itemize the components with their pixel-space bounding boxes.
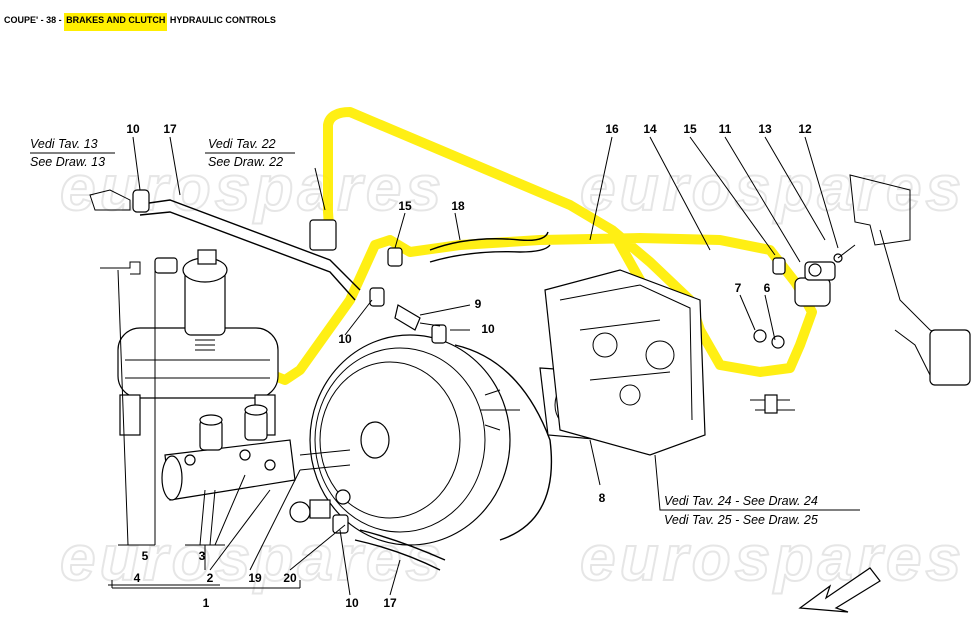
watermark-top-right: eurospares [580, 152, 965, 224]
ref-draw22-english: See Draw. 22 [208, 155, 283, 169]
callout-15-mid: 15 [398, 199, 412, 213]
callout-19: 19 [248, 571, 262, 585]
callout-20: 20 [283, 571, 297, 585]
direction-arrow [798, 567, 881, 613]
callout-14: 14 [643, 122, 657, 136]
callout-10-mid-right: 10 [481, 322, 495, 336]
watermark-group: eurospares eurospares eurospares eurospa… [59, 151, 965, 595]
pedal-box-housing [544, 269, 706, 456]
callout-17-bottom: 17 [383, 596, 397, 610]
clutch-master-cylinder [750, 244, 856, 414]
callout-7: 7 [735, 281, 742, 295]
callout-11: 11 [719, 122, 732, 136]
brake-booster [299, 334, 553, 546]
callout-numbers: 10 17 16 14 15 11 13 12 15 18 9 10 10 7 … [126, 122, 812, 610]
title-prefix: COUPE' - 38 - [4, 15, 65, 25]
callout-6: 6 [764, 281, 771, 295]
leader-lines [30, 136, 860, 596]
callout-2: 2 [207, 571, 214, 585]
callout-12: 12 [798, 122, 812, 136]
title-suffix: HYDRAULIC CONTROLS [167, 15, 276, 25]
callout-10-top-left: 10 [126, 122, 140, 136]
callout-4: 4 [134, 571, 141, 585]
ref-draw22-italian: Vedi Tav. 22 [208, 137, 276, 151]
small-parts [132, 189, 786, 534]
callout-16: 16 [605, 122, 619, 136]
watermark-top-left: eurospares [60, 152, 445, 224]
clutch-pedal [849, 174, 971, 386]
callout-13: 13 [758, 122, 772, 136]
callout-9: 9 [475, 297, 482, 311]
ref-draw13-english: See Draw. 13 [30, 155, 105, 169]
highlighted-hydraulic-pipe [195, 107, 817, 385]
callout-15-top: 15 [683, 122, 697, 136]
fluid-reservoir [100, 249, 279, 436]
watermark-bottom-right: eurospares [580, 522, 965, 594]
callout-17-top: 17 [163, 122, 177, 136]
diagram-title: COUPE' - 38 - BRAKES AND CLUTCH HYDRAULI… [4, 13, 276, 31]
callout-8: 8 [599, 491, 606, 505]
master-cylinder [161, 404, 296, 501]
ref-draw24: Vedi Tav. 24 - See Draw. 24 [664, 494, 818, 508]
callout-10-bottom: 10 [345, 596, 359, 610]
callout-1: 1 [203, 596, 210, 610]
callout-10-mid-left: 10 [338, 332, 352, 346]
ref-draw13-italian: Vedi Tav. 13 [30, 137, 98, 151]
cross-references: Vedi Tav. 13 See Draw. 13 Vedi Tav. 22 S… [30, 137, 818, 527]
callout-3: 3 [199, 549, 206, 563]
title-highlight: BRAKES AND CLUTCH [64, 13, 168, 31]
callout-5: 5 [142, 549, 149, 563]
callout-18: 18 [451, 199, 465, 213]
ref-draw25: Vedi Tav. 25 - See Draw. 25 [664, 513, 818, 527]
hoses [89, 189, 551, 571]
